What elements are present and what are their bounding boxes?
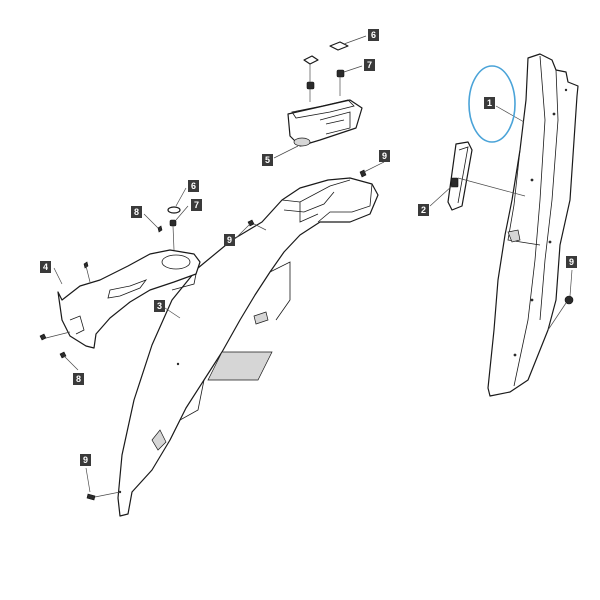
svg-text:7: 7 (367, 60, 372, 70)
svg-text:6: 6 (191, 181, 196, 191)
part-9-screw-right[interactable] (564, 295, 574, 305)
part-8-screw-left-mid[interactable] (83, 261, 89, 269)
callout-6-top[interactable]: 6 (368, 29, 379, 41)
part-7-clip-top-b[interactable] (336, 69, 345, 78)
part-8-screw-left-top[interactable] (157, 225, 163, 233)
callout-9-bottom[interactable]: 9 (80, 454, 91, 466)
part-9-screw-bottom[interactable] (86, 493, 96, 501)
callout-2[interactable]: 2 (418, 204, 429, 216)
part-8-screw-left-far[interactable] (39, 333, 47, 341)
svg-text:3: 3 (157, 301, 162, 311)
part-4-left-panel[interactable] (57, 249, 201, 349)
part-6-cap-top-a[interactable] (303, 55, 319, 65)
part-1-side-panel[interactable] (487, 53, 579, 397)
svg-text:8: 8 (76, 374, 81, 384)
svg-text:1: 1 (487, 98, 492, 108)
callout-8-lower[interactable]: 8 (73, 373, 84, 385)
callout-8-upper[interactable]: 8 (131, 206, 142, 218)
callout-7-top[interactable]: 7 (364, 59, 375, 71)
svg-text:7: 7 (194, 200, 199, 210)
part-6-cap-top-b[interactable] (329, 41, 349, 51)
svg-text:6: 6 (371, 30, 376, 40)
callout-9-right[interactable]: 9 (566, 256, 577, 268)
svg-text:2: 2 (421, 205, 426, 215)
svg-text:4: 4 (43, 262, 48, 272)
svg-text:8: 8 (134, 207, 139, 217)
svg-text:9: 9 (83, 455, 88, 465)
svg-text:5: 5 (265, 155, 270, 165)
svg-text:9: 9 (569, 257, 574, 267)
part-7-clip-left[interactable] (169, 219, 177, 227)
callout-4[interactable]: 4 (40, 261, 51, 273)
callout-3[interactable]: 3 (154, 300, 165, 312)
part-9-screw-top[interactable] (359, 169, 367, 178)
part-7-clip-top-a[interactable] (306, 81, 315, 90)
part-2-bracket[interactable] (447, 141, 473, 211)
svg-text:9: 9 (227, 235, 232, 245)
callout-6-left[interactable]: 6 (188, 180, 199, 192)
callout-1[interactable]: 1 (484, 97, 495, 109)
svg-text:9: 9 (382, 151, 387, 161)
callout-5[interactable]: 5 (262, 154, 273, 166)
callout-7-left[interactable]: 7 (191, 199, 202, 211)
part-3-center-console[interactable] (117, 177, 379, 517)
part-5-cup-holder[interactable] (287, 99, 363, 147)
highlight-ring (468, 65, 516, 143)
leader-lines (45, 35, 573, 498)
part-6-cap-left[interactable] (167, 206, 181, 214)
callout-9-left[interactable]: 9 (224, 234, 235, 246)
callout-9-top[interactable]: 9 (379, 150, 390, 162)
